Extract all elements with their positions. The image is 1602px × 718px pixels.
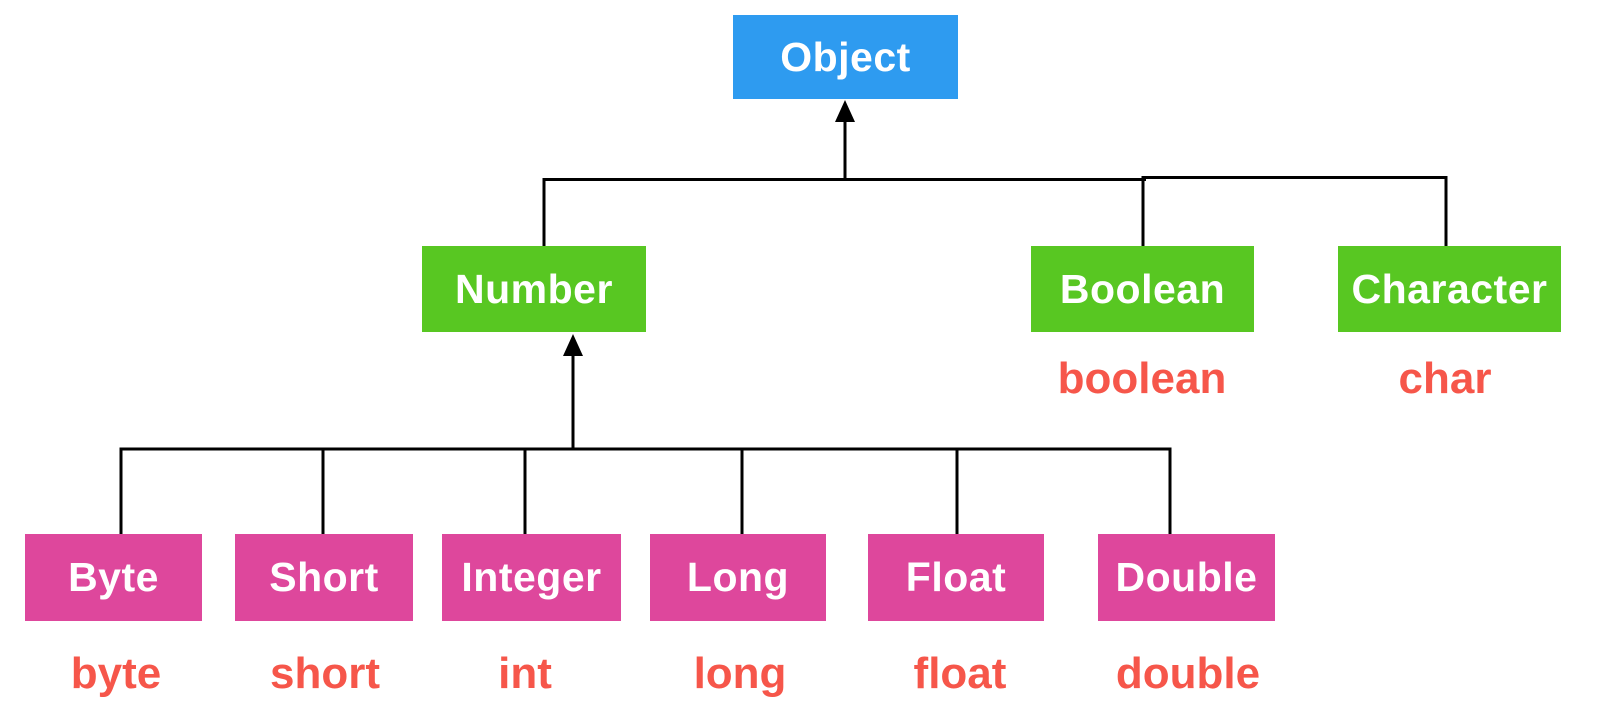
class-box-byte: Byte xyxy=(25,534,202,621)
class-box-float: Float xyxy=(868,534,1044,621)
arrowhead-number xyxy=(563,334,583,356)
primitive-label-char: char xyxy=(1398,354,1492,403)
primitive-label-byte: byte xyxy=(70,649,162,698)
primitive-label-boolean: boolean xyxy=(1057,354,1227,403)
class-box-boolean: Boolean xyxy=(1031,246,1254,332)
class-box-character: Character xyxy=(1338,246,1561,332)
primitive-label-short: short xyxy=(270,649,380,698)
class-box-double: Double xyxy=(1098,534,1275,621)
class-box-short: Short xyxy=(235,534,413,621)
class-box-long: Long xyxy=(650,534,826,621)
primitive-label-float: float xyxy=(913,649,1007,698)
class-box-integer: Integer xyxy=(442,534,621,621)
primitive-label-int: int xyxy=(498,649,552,698)
primitive-label-long: long xyxy=(693,649,787,698)
class-box-number: Number xyxy=(422,246,646,332)
arrowhead-object xyxy=(835,100,855,122)
primitive-label-double: double xyxy=(1115,649,1261,698)
class-box-object: Object xyxy=(733,15,958,99)
